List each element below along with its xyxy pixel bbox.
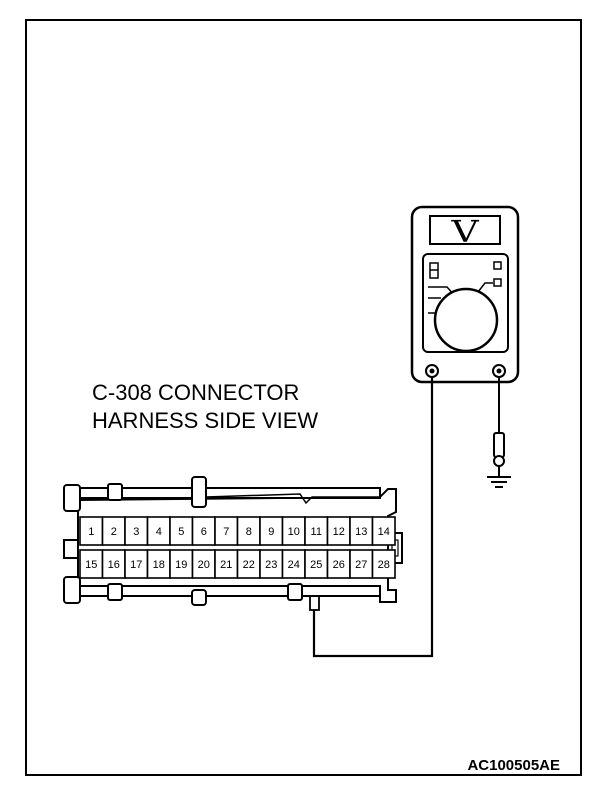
ground-symbol-icon [487, 476, 511, 488]
pin-label-8: 8 [246, 526, 252, 538]
connector-bottom-rail-bar [79, 585, 381, 597]
pin-label-18: 18 [153, 559, 165, 571]
meter-button-bottom [493, 278, 502, 287]
pin-label-6: 6 [201, 526, 207, 538]
pin-label-22: 22 [243, 559, 255, 571]
pin-label-19: 19 [175, 559, 187, 571]
pin-cavity-14 [371, 516, 396, 546]
pin-label-13: 13 [355, 526, 367, 538]
pin-label-20: 20 [198, 559, 210, 571]
pin-label-3: 3 [133, 526, 139, 538]
pin-label-14: 14 [378, 526, 390, 538]
pin-label-16: 16 [108, 559, 120, 571]
pin-label-10: 10 [288, 526, 300, 538]
pin-label-4: 4 [156, 526, 162, 538]
connector-title: C-308 CONNECTOR [92, 380, 299, 405]
pin-label-12: 12 [333, 526, 345, 538]
connector-left-tab [63, 539, 79, 559]
pin-label-1: 1 [88, 526, 94, 538]
pin-label-7: 7 [223, 526, 229, 538]
connector-bottom-latch [107, 583, 123, 601]
meter-display-value: V [450, 215, 479, 250]
connector-top-ridge [205, 493, 380, 505]
pin-label-2: 2 [111, 526, 117, 538]
clip-tip [493, 455, 505, 467]
connector-bottom-tab [287, 583, 303, 601]
connector-top-rail [63, 484, 81, 512]
pin-label-21: 21 [220, 559, 232, 571]
meter-jack-com-center [429, 368, 435, 374]
pin-label-9: 9 [268, 526, 274, 538]
pin-label-26: 26 [333, 559, 345, 571]
figure-frame [25, 19, 582, 776]
pin-label-11: 11 [311, 526, 322, 538]
connector-top-key [191, 476, 207, 508]
probe-lead [312, 377, 434, 658]
meter-rotary-dial [433, 287, 499, 353]
connector-bottom-rail [63, 576, 81, 604]
pin-label-5: 5 [178, 526, 184, 538]
connector-top-rail-bar [79, 487, 381, 499]
pin-label-27: 27 [355, 559, 367, 571]
connector-top-latch [107, 483, 123, 501]
meter-range-marks-right [477, 282, 493, 293]
meter-button-top [493, 261, 502, 270]
pin-label-25: 25 [310, 559, 322, 571]
ground-lead [493, 377, 505, 476]
pin-cavity-28 [371, 549, 396, 579]
pin-label-17: 17 [130, 559, 142, 571]
pin-label-28: 28 [378, 559, 390, 571]
meter-display [429, 215, 501, 245]
figure-code: AC100505AE [467, 757, 560, 774]
connector-subtitle: HARNESS SIDE VIEW [92, 408, 318, 433]
pin-label-23: 23 [265, 559, 277, 571]
voltmeter: V [410, 205, 520, 384]
connector-bottom-key [191, 589, 207, 606]
test-probe-icon [493, 432, 505, 458]
pin-label-24: 24 [288, 559, 300, 571]
meter-jack-volt-center [496, 368, 502, 374]
pin-label-15: 15 [85, 559, 97, 571]
